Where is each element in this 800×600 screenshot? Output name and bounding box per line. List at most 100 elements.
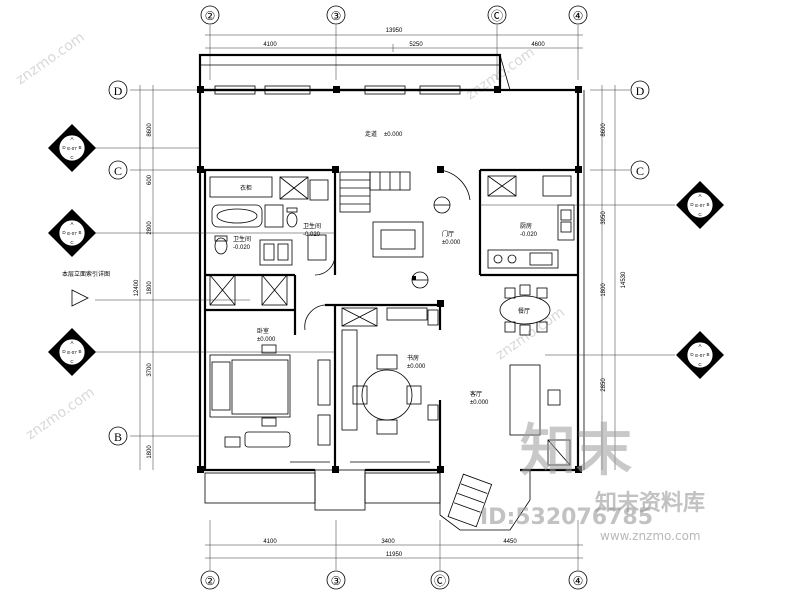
tag-sheet: E-07 (67, 146, 77, 151)
tag-sheet: E-07 (695, 353, 705, 358)
windows-top (214, 85, 461, 95)
tag-letter: C (698, 212, 702, 217)
balcony (204, 461, 531, 531)
tag-letter: A (70, 340, 73, 345)
watermark-diag: znzmo.com (13, 29, 88, 88)
room-bedroom-level: ±0.000 (257, 337, 276, 343)
walls (198, 53, 585, 472)
tag-letter: D (690, 202, 694, 207)
grid-label: ④ (573, 574, 584, 588)
tag-letter: C (70, 359, 74, 364)
grid-label: ③ (331, 9, 342, 23)
room-study-level: ±0.000 (407, 364, 426, 370)
dim-seg: 1800 (147, 445, 153, 459)
watermark-url: www.znzmo.com (600, 529, 701, 543)
watermark-diag: znzmo.com (23, 384, 98, 443)
grid-label: C (636, 164, 644, 178)
dim-seg: 2850 (601, 378, 607, 392)
tag-letter: B (706, 202, 709, 207)
dim-total-right: 14530 (621, 271, 627, 288)
watermark-diag: znzmo.com (493, 304, 568, 363)
room-kitchen: 厨房 (520, 222, 532, 230)
room-wc: 卫生间 (303, 222, 321, 230)
grid-bubbles-top: ② ③ Ⓒ ④ (200, 5, 588, 25)
room-foyer: 门厅 (442, 230, 454, 238)
room-corridor-level: ±0.000 (384, 132, 403, 138)
grid-label: Ⓒ (491, 9, 503, 23)
watermark-brand: 知末资料库 (595, 490, 705, 516)
diagonal-watermarks: znzmo.com znzmo.com znzmo.com znzmo.com (13, 29, 568, 443)
watermark-logo: 知末 (520, 419, 632, 484)
grid-label: Ⓒ (434, 574, 446, 588)
section-markers (71, 196, 451, 307)
tag-letter: D (62, 230, 66, 235)
dim-seg: 4600 (531, 42, 545, 48)
grid-label: ② (205, 9, 216, 23)
leader-lines (95, 147, 675, 356)
dimension-right: 14530 8600 3950 1800 2850 (601, 85, 627, 470)
door-arc (439, 169, 471, 201)
bedroom-furniture (209, 344, 331, 448)
door-arc (314, 254, 336, 276)
bathroom-fixtures (209, 176, 329, 266)
tag-letter: C (70, 240, 74, 245)
room-wardrobe: 衣柜 (240, 184, 252, 192)
room-study: 书房 (407, 354, 419, 362)
dim-seg: 600 (147, 174, 153, 185)
dim-seg: 4450 (503, 539, 517, 545)
kitchen-furniture (487, 175, 575, 269)
room-corridor: 走道 (365, 130, 377, 138)
dim-seg: 8600 (147, 123, 153, 137)
dim-seg: 3400 (381, 539, 395, 545)
living-furniture (447, 364, 571, 528)
dimension-top: 13950 4100 5250 4600 (205, 28, 583, 52)
grid-bubbles-bottom: ② ③ Ⓒ ④ (200, 570, 588, 590)
dim-total-left: 12400 (134, 279, 140, 296)
room-foyer-level: ±0.000 (442, 240, 461, 246)
tag-letter: D (690, 352, 694, 357)
grid-bubbles-right: D C (630, 80, 650, 180)
side-note: 本层立面索引详图 (62, 270, 110, 278)
room-bedroom: 卧室 (257, 327, 269, 335)
tag-sheet: E-07 (67, 350, 77, 355)
door-arc (304, 304, 326, 331)
columns (197, 86, 582, 473)
dim-seg: 1800 (601, 283, 607, 297)
grid-label: ③ (331, 574, 342, 588)
tag-letter: C (70, 155, 74, 160)
grid-label: D (636, 84, 645, 98)
room-living-level: ±0.000 (470, 400, 489, 406)
tag-letter: A (70, 221, 73, 226)
grid-label: D (114, 84, 123, 98)
dim-seg: 4100 (263, 539, 277, 545)
dim-total-bottom: 11950 (386, 552, 403, 558)
room-wc-level: -0.020 (303, 232, 321, 238)
dim-seg: 2800 (147, 221, 153, 235)
tag-letter: B (78, 145, 81, 150)
tag-letter: C (698, 362, 702, 367)
watermark-id: ID:532076785 (480, 505, 653, 530)
tag-sheet: E-07 (67, 231, 77, 236)
tag-letter: D (62, 145, 66, 150)
grid-label: B (114, 430, 122, 444)
tag-letter: D (62, 349, 66, 354)
study-furniture (341, 307, 439, 435)
room-kitchen-level: -0.020 (520, 232, 538, 238)
tag-letter: A (70, 136, 73, 141)
foyer-rug (372, 221, 424, 258)
grid-lines (130, 25, 630, 570)
dining-furniture (499, 284, 551, 336)
grid-label: ④ (573, 9, 584, 23)
tag-letter: B (78, 349, 81, 354)
room-dining: 餐厅 (518, 307, 530, 315)
tag-letter: B (78, 230, 81, 235)
dim-total-top: 13950 (386, 28, 403, 34)
room-bathroom: 卫生间 (233, 235, 251, 243)
